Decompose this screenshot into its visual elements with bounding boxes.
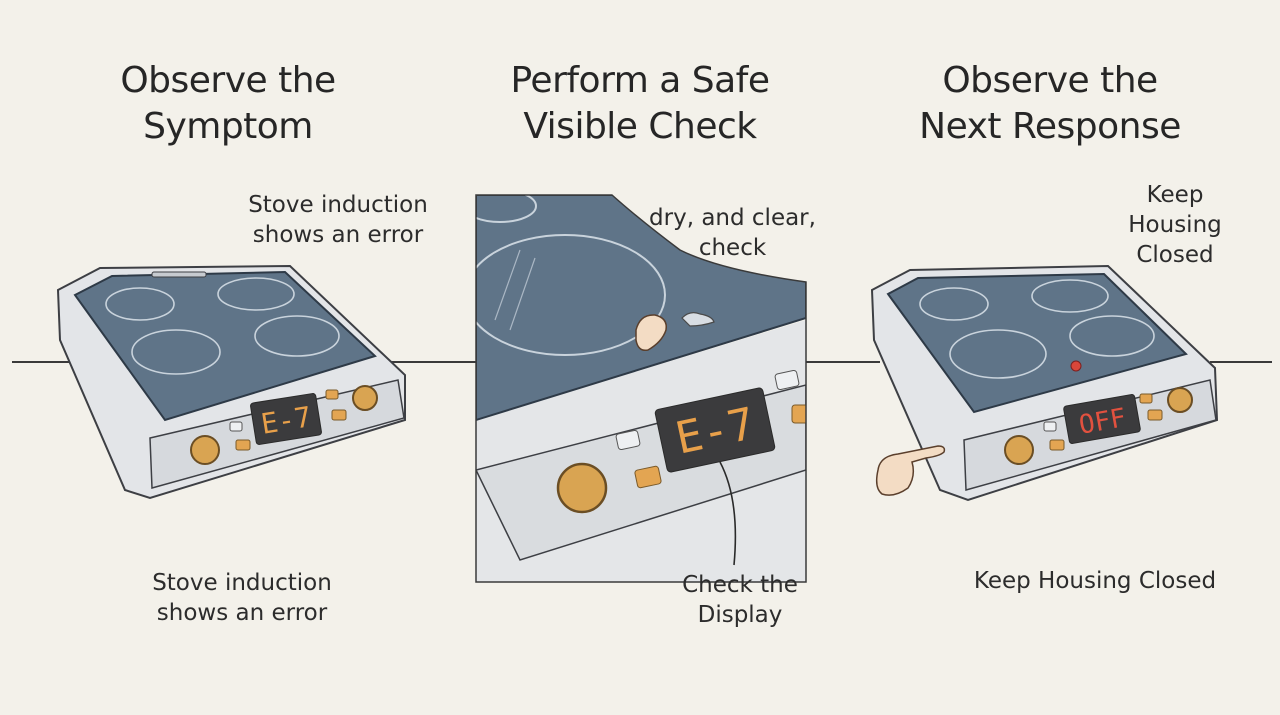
button-icon bbox=[615, 429, 641, 451]
stove-panel-1 bbox=[56, 264, 406, 500]
button-icon bbox=[634, 465, 662, 489]
callout-line bbox=[719, 461, 737, 566]
button-icon bbox=[235, 439, 251, 451]
status-display-screen bbox=[1063, 394, 1141, 444]
heading-line: Symptom bbox=[143, 106, 313, 147]
burner-icon bbox=[105, 287, 175, 321]
button-icon bbox=[331, 409, 347, 421]
knob-icon bbox=[190, 435, 220, 465]
panel-2-callout: Check the Display bbox=[660, 570, 820, 630]
note-line: shows an error bbox=[156, 600, 328, 626]
button-icon bbox=[1147, 409, 1163, 421]
heading-line: Next Response bbox=[919, 106, 1181, 147]
panel-2-wipe-note: dry, and clear, check bbox=[640, 203, 825, 263]
button-icon bbox=[229, 421, 243, 432]
panel-3-top-note: Keep Housing Closed bbox=[1105, 180, 1245, 270]
note-line: Housing bbox=[1128, 212, 1222, 238]
stove-panel-3 bbox=[870, 264, 1219, 502]
note-line: Closed bbox=[1136, 242, 1214, 268]
error-display-screen bbox=[250, 393, 322, 445]
wiping-hand-icon bbox=[635, 314, 668, 352]
button-icon bbox=[791, 404, 806, 424]
button-icon bbox=[774, 369, 800, 391]
burner-icon bbox=[254, 315, 340, 357]
burner-icon bbox=[476, 195, 537, 223]
button-icon bbox=[1049, 439, 1065, 451]
indicator-light bbox=[1070, 360, 1082, 372]
knob-icon bbox=[1167, 387, 1193, 413]
note-line: shows an error bbox=[252, 222, 424, 248]
button-icon bbox=[1139, 393, 1153, 404]
note-line: Stove induction bbox=[152, 570, 332, 596]
heading-line: Observe the bbox=[120, 60, 336, 101]
note-line: Keep Housing Closed bbox=[973, 568, 1217, 594]
pointing-hand-icon bbox=[875, 445, 946, 496]
heading-line: Observe the bbox=[942, 60, 1158, 101]
error-display-screen bbox=[654, 387, 776, 473]
panel-1-top-note: Stove induction shows an error bbox=[238, 190, 438, 250]
note-line: check bbox=[698, 235, 767, 261]
heading-line: Visible Check bbox=[523, 106, 757, 147]
panel-2-heading: Perform a Safe Visible Check bbox=[470, 58, 810, 150]
button-icon bbox=[1043, 421, 1057, 432]
note-line: Check the bbox=[682, 572, 798, 598]
cloth-icon bbox=[681, 312, 715, 327]
burner-icon bbox=[476, 234, 666, 356]
knob-icon bbox=[352, 385, 378, 411]
burner-icon bbox=[1069, 315, 1155, 357]
burner-icon bbox=[1031, 279, 1109, 313]
burner-icon bbox=[217, 277, 295, 311]
burner-icon bbox=[949, 329, 1047, 379]
heading-line: Perform a Safe bbox=[510, 60, 771, 101]
display-error-code: E-7 bbox=[259, 400, 314, 441]
panel-3-bottom-note: Keep Housing Closed bbox=[960, 566, 1230, 596]
panel-1-heading: Observe the Symptom bbox=[58, 58, 398, 150]
knob-icon bbox=[1004, 435, 1034, 465]
note-line: Keep bbox=[1146, 182, 1204, 208]
burner-icon bbox=[919, 287, 989, 321]
button-icon bbox=[325, 389, 339, 400]
note-line: Stove induction bbox=[248, 192, 428, 218]
note-line: dry, and clear, bbox=[649, 205, 816, 231]
knob-icon bbox=[556, 462, 608, 514]
panel-3-heading: Observe the Next Response bbox=[880, 58, 1220, 150]
burner-icon bbox=[131, 329, 221, 375]
panel-1-bottom-note: Stove induction shows an error bbox=[132, 568, 352, 628]
note-line: Display bbox=[697, 602, 783, 628]
